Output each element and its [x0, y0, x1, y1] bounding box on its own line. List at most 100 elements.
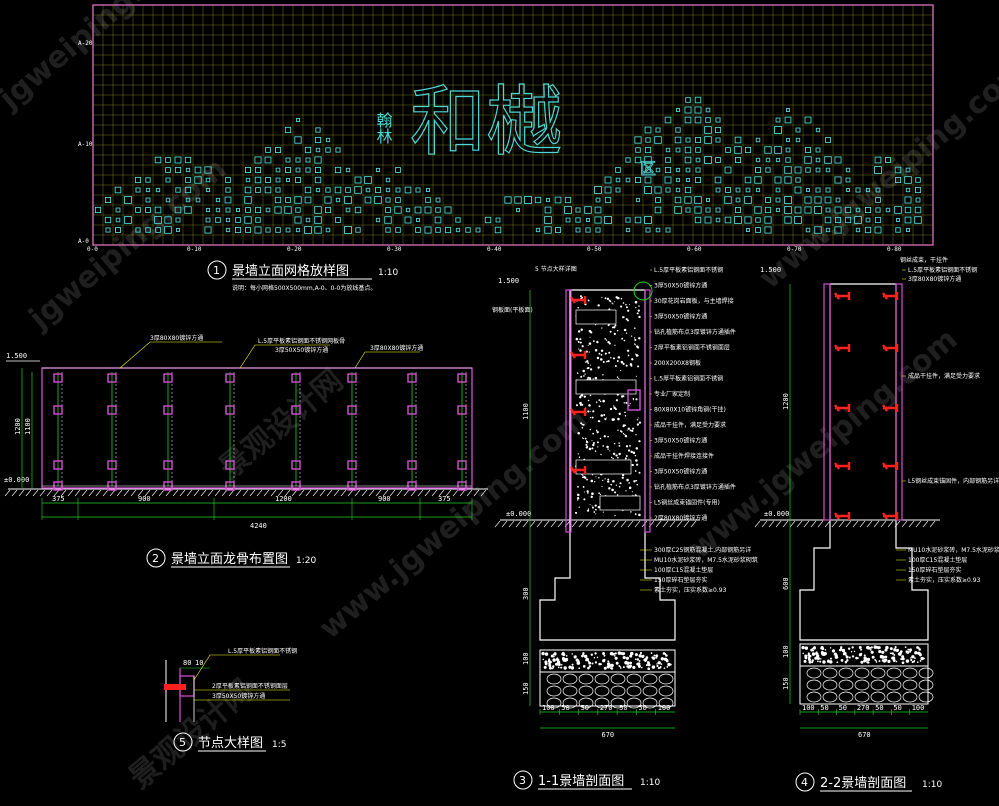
pattern-cell [444, 206, 452, 214]
panel2-ground-hatch [4, 489, 487, 497]
concrete-dot [609, 407, 613, 411]
hatch-line [221, 489, 228, 497]
pattern-cell [155, 187, 161, 193]
pattern-cell [644, 216, 652, 224]
pattern-cell [245, 227, 251, 233]
hatch-line [298, 489, 305, 497]
pattern-cell [694, 196, 702, 204]
pattern-cell [825, 207, 831, 213]
pattern-cell [325, 227, 331, 233]
dim-text: 100 [802, 704, 815, 712]
pattern-cell [135, 207, 141, 213]
section-note: 30厚花岗岩面板，与主墙焊接 [654, 297, 734, 305]
dim-total: 670 [858, 731, 871, 739]
pattern-cell [394, 206, 402, 214]
pattern-cell [205, 217, 211, 223]
concrete-dot [577, 493, 580, 497]
gravel-dot [629, 651, 634, 656]
concrete-dot [612, 303, 614, 305]
concrete-dot [631, 491, 633, 493]
gravel-dot [909, 650, 912, 653]
pattern-cell [675, 167, 681, 173]
pattern-cell [516, 208, 520, 212]
hatch-line [144, 489, 151, 497]
concrete-dot [625, 303, 627, 306]
pattern-cell [775, 157, 781, 163]
gravel-dot [660, 657, 664, 661]
pattern-cell [364, 176, 372, 184]
pattern-cell [755, 227, 761, 233]
pattern-cell [234, 226, 242, 234]
panel5-note: L.5厚平板素铝钢面不锈钢 [228, 647, 297, 655]
hatch-line [123, 489, 130, 497]
concrete-dot [580, 375, 583, 378]
panel1-subnote: 说明：每小网格500X500mm,A-0、0-0为放线基点。 [232, 284, 376, 292]
concrete-dot [598, 405, 601, 408]
stone [562, 685, 578, 697]
pattern-cell [825, 167, 831, 173]
pattern-cell [744, 196, 752, 204]
pattern-cell [435, 227, 441, 233]
concrete-dot [588, 329, 592, 333]
pattern-cell [304, 196, 312, 204]
gravel-dot [637, 664, 641, 668]
pattern-cell [805, 167, 811, 173]
hatch-line [592, 520, 599, 528]
concrete-dot [638, 337, 641, 340]
pattern-cell [444, 226, 452, 234]
hatch-line [326, 489, 333, 497]
pattern-cell [784, 116, 792, 124]
concrete-dot [638, 440, 641, 443]
stone [642, 697, 658, 709]
hatch-line [424, 489, 431, 497]
watermark: 景观设计网 [123, 673, 260, 796]
pattern-cell [814, 226, 822, 234]
hatch-line [116, 489, 123, 497]
stone [886, 691, 902, 703]
concrete-dot [607, 478, 610, 481]
concrete-dot [625, 306, 628, 309]
concrete-dot [582, 437, 585, 440]
pattern-cell [675, 177, 681, 183]
pattern-cell [345, 187, 351, 193]
gravel-dot [878, 660, 881, 663]
concrete-dot [599, 358, 603, 361]
pattern-cell [185, 197, 191, 203]
concrete-dot [595, 476, 597, 478]
pattern-cell [875, 187, 881, 193]
panel4-level-top: 1.500 [760, 266, 781, 274]
hatch-line [74, 489, 81, 497]
stone [870, 691, 886, 703]
concrete-dot [587, 399, 590, 402]
gravel-dot [907, 648, 910, 651]
panel2-title-block: 2 景墙立面龙骨布置图 1:20 [146, 548, 316, 568]
concrete-dot [607, 435, 609, 438]
anchor [570, 408, 587, 416]
pattern-cell [724, 196, 732, 204]
gravel-dot [834, 655, 839, 659]
gravel-dot [810, 648, 814, 652]
concrete-dot [634, 327, 636, 329]
section-note: 钻孔植筋布点3厚镀锌方通插件 [654, 328, 736, 336]
gravel-dot [917, 651, 921, 655]
gravel-dot [570, 666, 575, 670]
anchor [834, 292, 851, 300]
anchor [570, 296, 587, 304]
pattern-cell [455, 227, 461, 233]
concrete-dot [618, 452, 621, 456]
pattern-cell [575, 227, 581, 233]
pattern-cell [706, 198, 710, 202]
concrete-dot [604, 478, 606, 480]
concrete-dot [629, 444, 631, 447]
pattern-cell [635, 197, 641, 203]
stone [902, 691, 918, 703]
panel3-scale: 1:10 [640, 778, 660, 788]
gravel-dot [887, 659, 891, 664]
pattern-cell [225, 187, 231, 193]
gravel-dot [898, 652, 902, 656]
concrete-dot [597, 304, 600, 307]
gravel-dot [822, 660, 826, 664]
panel3-number-circle [513, 770, 533, 790]
pattern-cell [615, 167, 621, 173]
concrete-dot [575, 337, 579, 341]
